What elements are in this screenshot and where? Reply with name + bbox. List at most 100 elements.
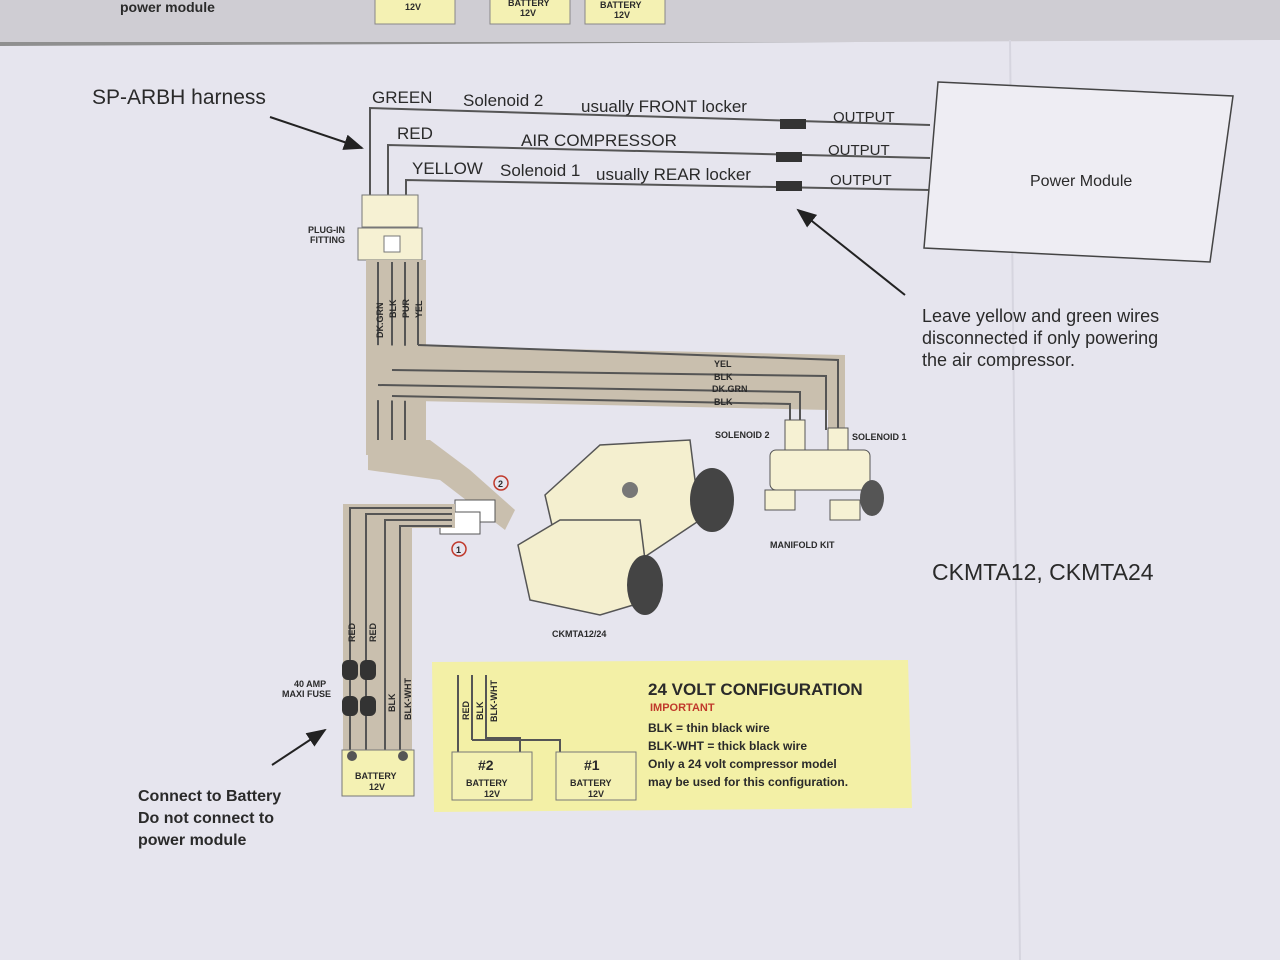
battery-2	[451, 751, 533, 801]
solenoid-code-blk-2: BLK	[714, 397, 733, 407]
wire-yellow-output: OUTPUT	[830, 172, 892, 189]
config-code-blk-wht: BLK-WHT	[489, 680, 499, 722]
battery-2-num: #2	[478, 757, 494, 773]
config-24v-line-2: BLK-WHT = thick black wire	[648, 739, 807, 753]
battery-2-voltage: 12V	[484, 789, 500, 799]
wire-red-output: OUTPUT	[828, 142, 890, 159]
battery-code-blk-wht: BLK-WHT	[403, 678, 413, 720]
solenoid-wire-yel	[417, 344, 839, 430]
config-code-blk: BLK	[475, 701, 485, 720]
compressor-label: CKMTA12/24	[552, 629, 606, 639]
harness-code-pur: PUR	[401, 298, 411, 318]
connect-note-line-1: Connect to Battery	[138, 788, 281, 805]
fuse-1-bottom	[342, 696, 358, 716]
config-24v-line-1: BLK = thin black wire	[648, 721, 770, 735]
manifold-foot-left	[764, 489, 796, 511]
top-battery-1	[374, 0, 456, 25]
wire-green-note: usually FRONT locker	[581, 97, 747, 116]
manifold-end-cap	[860, 480, 884, 516]
top-battery-2-label: BATTERY	[508, 0, 550, 8]
solenoid-wire-blk-2	[391, 395, 791, 420]
battery-1-voltage: 12V	[588, 789, 604, 799]
config-24v-box	[432, 660, 912, 812]
compressor-fitting	[622, 482, 638, 498]
battery-code-red-1: RED	[347, 622, 357, 642]
battery-code-red-2: RED	[368, 622, 378, 642]
harness-code-yel: YEL	[414, 300, 424, 318]
yellow-connector	[776, 181, 802, 191]
battery-1-num: #1	[584, 757, 600, 773]
green-wire	[369, 106, 931, 200]
top-battery-1-voltage: 12V	[405, 2, 421, 12]
wire-red-color: RED	[397, 124, 433, 143]
fuse-2-top	[360, 660, 376, 680]
battery-terminal-negative	[347, 751, 357, 761]
config-code-red: RED	[461, 700, 471, 720]
solenoid-1-label: SOLENOID 1	[852, 432, 907, 442]
top-battery-2	[489, 0, 571, 25]
compressor-illustration	[517, 439, 734, 616]
config-24v-line-4: may be used for this configuration.	[648, 775, 848, 789]
yellow-wire	[405, 178, 931, 200]
leave-note-line-3: the air compressor.	[922, 350, 1075, 370]
config-24v-important: IMPORTANT	[650, 702, 715, 714]
top-battery-3	[584, 0, 666, 25]
connector-1-number: 1	[456, 545, 461, 555]
wire-green-function: Solenoid 2	[463, 91, 543, 110]
leave-note-arrow	[796, 208, 906, 296]
solenoid-code-yel: YEL	[714, 359, 732, 369]
connector-1-marker	[451, 541, 467, 557]
connect-note-line-2: Do not connect to	[138, 810, 274, 827]
top-battery-3-label: BATTERY	[600, 0, 642, 10]
harness-label: SP-ARBH harness	[92, 86, 266, 109]
compressor-lower-filter	[627, 555, 663, 615]
config-wire-blk-wht	[485, 675, 521, 755]
solenoid-wire-dkgrn	[377, 384, 801, 420]
wire-yellow-note: usually REAR locker	[596, 165, 751, 184]
wire-yellow-color: YELLOW	[412, 159, 483, 178]
fuse-label-1: 40 AMP	[294, 679, 326, 689]
battery-voltage: 12V	[369, 782, 385, 792]
battery-1	[555, 751, 637, 801]
solenoid-2-label: SOLENOID 2	[715, 430, 770, 440]
plug-fitting-label-1: PLUG-IN	[308, 225, 345, 235]
leave-note-line-2: disconnected if only powering	[922, 328, 1158, 348]
leave-note: Leave yellow and green wires disconnecte…	[922, 306, 1164, 370]
plug-fitting-socket	[383, 235, 401, 253]
manifold-kit-label: MANIFOLD KIT	[770, 540, 835, 550]
plug-fitting-top	[361, 194, 419, 228]
battery-label: BATTERY	[355, 771, 397, 781]
solenoid-wire-band	[372, 345, 845, 430]
power-module-box	[923, 81, 1234, 263]
wire-red-function: AIR COMPRESSOR	[521, 131, 677, 150]
maxi-fuse-icon	[342, 660, 376, 716]
config-24v-title: 24 VOLT CONFIGURATION	[648, 680, 863, 699]
fuse-label-2: MAXI FUSE	[282, 689, 331, 699]
config-24v-line-3: Only a 24 volt compressor model	[648, 757, 837, 771]
battery-1-label: BATTERY	[570, 778, 612, 788]
solenoid-2	[784, 419, 806, 451]
top-battery-2-voltage: 12V	[520, 8, 536, 18]
battery-terminal-positive	[398, 751, 408, 761]
leave-note-line-1: Leave yellow and green wires	[922, 306, 1159, 326]
battery-code-blk: BLK	[387, 693, 397, 712]
manifold-foot-right	[829, 499, 861, 521]
connect-note-line-3: power module	[138, 832, 247, 849]
wire-green-output: OUTPUT	[833, 109, 895, 126]
fuse-1-top	[342, 660, 358, 680]
harness-code-blk: BLK	[388, 299, 398, 318]
compressor-upper-filter	[690, 468, 734, 532]
wire-green-color: GREEN	[372, 88, 432, 107]
wire-yellow-function: Solenoid 1	[500, 161, 580, 180]
red-connector	[776, 152, 802, 162]
manifold-body	[769, 449, 871, 491]
battery-2-label: BATTERY	[466, 778, 508, 788]
solenoid-wire-blk-1	[391, 369, 827, 430]
solenoid-code-dkgrn: DK.GRN	[712, 384, 748, 394]
battery-wire-blk	[384, 519, 452, 750]
red-wire	[387, 143, 931, 200]
connector-2-marker	[493, 475, 509, 491]
model-numbers: CKMTA12, CKMTA24	[932, 559, 1154, 585]
solenoid-code-blk-1: BLK	[714, 372, 733, 382]
top-battery-3-voltage: 12V	[614, 10, 630, 20]
